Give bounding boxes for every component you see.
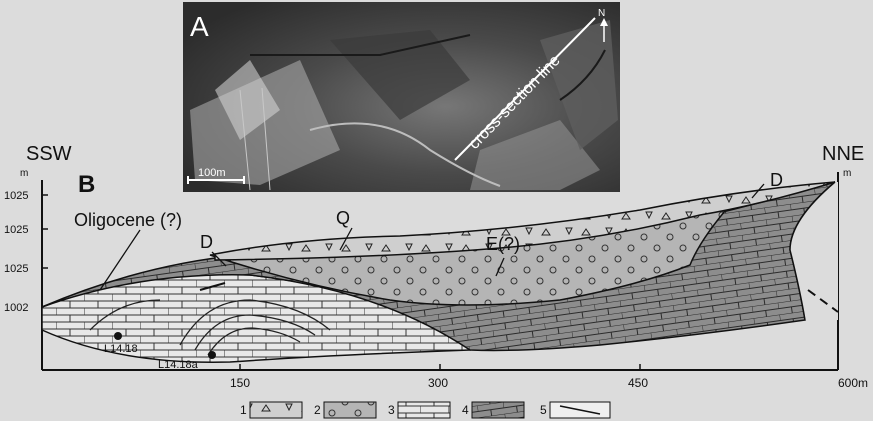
scale-bar-label: 100m: [198, 167, 226, 179]
sample-marker: [114, 332, 122, 340]
e-label: E(?): [486, 234, 520, 254]
legend-swatch-2: [324, 402, 376, 418]
legend-swatch-1: [250, 402, 302, 418]
satellite-photo-panel: cross-section line A N 100m: [183, 2, 620, 192]
legend-number: 4: [462, 403, 469, 417]
y-tick-label: 1025: [4, 224, 28, 236]
sample-label: L14.18a: [158, 359, 199, 371]
q-label: Q: [336, 208, 350, 228]
d-label-right: D: [770, 170, 783, 190]
panel-a-label: A: [190, 11, 209, 42]
x-tick-label: 150: [230, 376, 250, 390]
legend-number: 2: [314, 403, 321, 417]
y-tick-label: 1002: [4, 302, 28, 314]
north-label: N: [598, 8, 605, 19]
legend-number: 5: [540, 403, 547, 417]
sample-marker: [208, 351, 216, 359]
legend-swatch-3: [398, 402, 450, 418]
x-tick-label: 450: [628, 376, 648, 390]
legend: 1 2 3 4 5: [240, 402, 610, 418]
ssw-label: SSW: [26, 143, 72, 165]
sample-label: L14.18: [104, 343, 138, 355]
y-tick-label: 1025: [4, 190, 28, 202]
legend-swatch-4: [472, 402, 524, 418]
oligocene-label: Oligocene (?): [74, 210, 182, 230]
nne-label: NNE: [822, 143, 864, 165]
x-tick-label: 600m: [838, 376, 868, 390]
legend-number: 1: [240, 403, 247, 417]
panel-b-label: B: [78, 171, 95, 198]
legend-number: 3: [388, 403, 395, 417]
y-tick-label: 1025: [4, 263, 28, 275]
y-unit-label-right: m: [843, 168, 851, 179]
y-unit-label: m: [20, 168, 28, 179]
x-tick-label: 300: [428, 376, 448, 390]
d-label-left: D: [200, 232, 213, 252]
